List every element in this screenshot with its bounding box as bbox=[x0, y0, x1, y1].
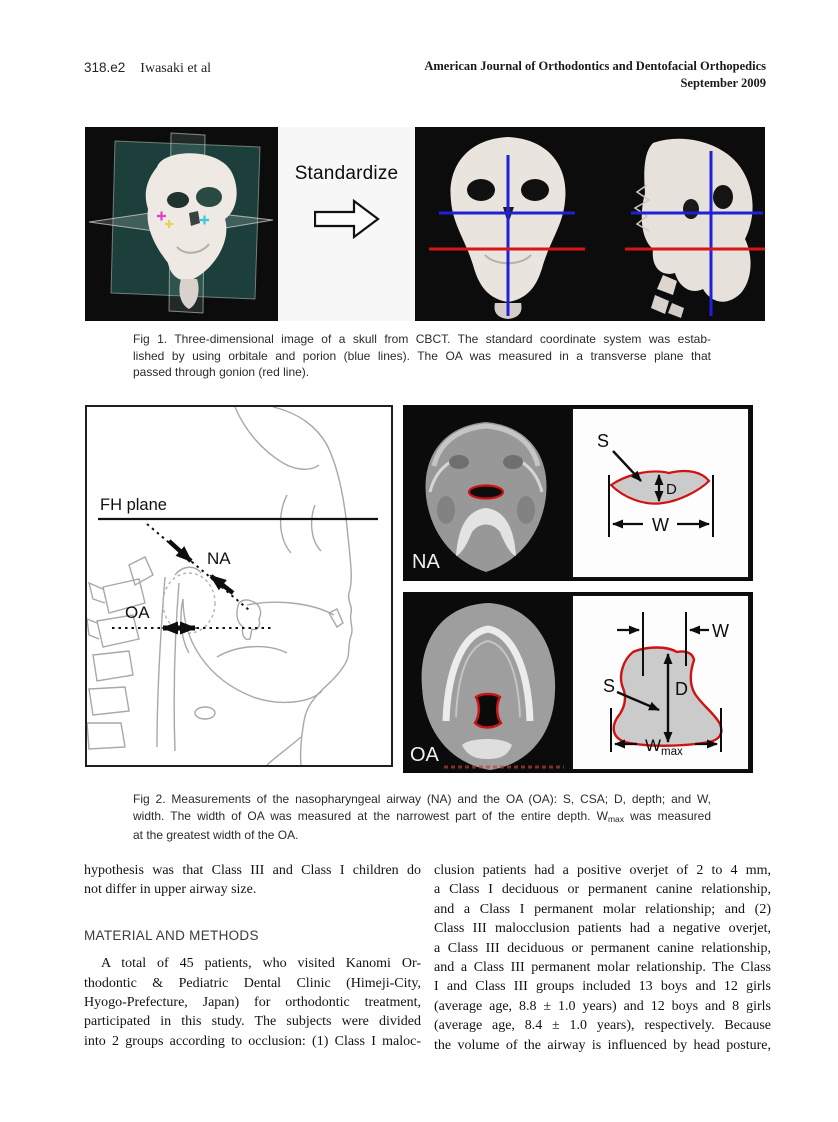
running-authors: Iwasaki et al bbox=[140, 61, 212, 76]
oa-ct-image: OA bbox=[410, 603, 564, 770]
vertebra bbox=[462, 739, 512, 759]
text-line: I and Class III groups included 13 boys … bbox=[434, 979, 771, 995]
text-line: Hyogo-Prefecture, Japan) for orthodontic… bbox=[84, 995, 421, 1011]
body-column-left: hypothesis was that Class III and Class … bbox=[84, 861, 421, 1051]
na-d-label: D bbox=[666, 481, 677, 498]
cephalometric-tracing: FH plane NA OA bbox=[86, 406, 378, 766]
na-s-label: S bbox=[597, 431, 609, 451]
text-line: Class III malocclusion patients had a ne… bbox=[434, 921, 771, 937]
text-line: participated in this study. The subjects… bbox=[84, 1014, 421, 1030]
oa-label: OA bbox=[125, 603, 150, 622]
right-arrow-icon bbox=[313, 198, 380, 240]
standardized-skulls-image bbox=[415, 127, 765, 321]
fh-plane-label: FH plane bbox=[100, 496, 167, 514]
fig1-standardize-zone: Standardize bbox=[278, 127, 415, 321]
oa-measurement-diagram: W S D Wmax bbox=[603, 612, 729, 758]
na-ct-label: NA bbox=[412, 551, 440, 573]
text-line: a Class I deciduous or permanent canine … bbox=[434, 882, 771, 898]
text-line: and a Class III permanent molar relation… bbox=[434, 960, 771, 976]
text-line: (average age, 8.8 ± 1.0 years) and 12 bo… bbox=[434, 998, 771, 1014]
na-arrow-lower bbox=[209, 574, 235, 595]
fig1-caption: Fig 1. Three-dimensional image of a skul… bbox=[133, 331, 711, 381]
fig2-na-panel: NA S D W bbox=[403, 405, 753, 581]
oa-ct-label: OA bbox=[410, 744, 440, 766]
na-arrow-upper bbox=[167, 539, 193, 563]
fig1-standardized-panel bbox=[415, 127, 765, 321]
na-diagram-box: S D W bbox=[571, 407, 750, 579]
text-line: into 2 groups according to occlusion: (1… bbox=[84, 1033, 421, 1049]
oa-s-arrow bbox=[616, 690, 660, 712]
text-line: thodontic & Pediatric Dental Clinic (Him… bbox=[84, 975, 421, 991]
mandible-arch bbox=[442, 625, 534, 722]
na-label: NA bbox=[207, 549, 231, 568]
oa-s-label: S bbox=[603, 676, 615, 696]
text-line: passed through gonion (red line). bbox=[133, 365, 310, 380]
anatomy-outline bbox=[86, 406, 353, 766]
header-left: 318.e2 Iwasaki et al bbox=[84, 60, 211, 77]
body-column-right: clusion patients had a positive overjet … bbox=[434, 861, 771, 1055]
text-line: clusion patients had a positive overjet … bbox=[434, 863, 771, 878]
paragraph: hypothesis was that Class III and Class … bbox=[84, 861, 421, 900]
text-line: lished by using orbitale and porion (blu… bbox=[133, 348, 711, 363]
fig2-caption: Fig 2. Measurements of the nasopharyngea… bbox=[133, 791, 711, 844]
text-line: A total of 45 patients, who visited Kano… bbox=[101, 956, 421, 972]
na-measurement-diagram: S D W bbox=[597, 431, 714, 537]
section-heading: MATERIAL AND METHODS bbox=[84, 927, 259, 943]
oa-diagram-box: W S D Wmax bbox=[571, 594, 750, 771]
page-number: 318.e2 bbox=[84, 60, 126, 75]
standardize-label: Standardize bbox=[294, 163, 399, 184]
journal-issue: September 2009 bbox=[680, 75, 766, 90]
text-line: Fig 1. Three-dimensional image of a skul… bbox=[133, 332, 711, 346]
text-line: the volume of the airway is influenced b… bbox=[434, 1037, 771, 1053]
oa-wmax-label: Wmax bbox=[645, 736, 683, 758]
fig2-caption-line1: Fig 2. Measurements of the nasopharyngea… bbox=[133, 792, 711, 806]
oa-airway-outline bbox=[473, 692, 503, 729]
na-ct-image: NA bbox=[412, 422, 547, 573]
skull-3d-image bbox=[85, 127, 278, 321]
text-line: not differ in upper airway size. bbox=[84, 882, 257, 898]
wmax-subscript: max bbox=[607, 813, 624, 824]
text-line: a Class III deciduous or permanent canin… bbox=[434, 940, 771, 956]
paragraph: A total of 45 patients, who visited Kano… bbox=[84, 954, 421, 1051]
text-line: hypothesis was that Class III and Class … bbox=[84, 863, 421, 878]
landmark-markers bbox=[157, 211, 209, 228]
fig2-caption-line3: at the greatest width of the OA. bbox=[133, 828, 299, 843]
paragraph: clusion patients had a positive overjet … bbox=[434, 861, 771, 1055]
airway-region-dashed bbox=[162, 572, 216, 634]
text-line: and a Class I permanent molar relationsh… bbox=[434, 901, 771, 917]
header-right: American Journal of Orthodontics and Den… bbox=[424, 58, 766, 91]
na-s-arrow bbox=[612, 450, 642, 482]
fig1-cbct-3d-panel bbox=[85, 127, 278, 321]
oa-d-label: D bbox=[675, 679, 688, 699]
journal-title: American Journal of Orthodontics and Den… bbox=[424, 59, 766, 73]
fig2-caption-line2: width. The width of OA was measured at t… bbox=[133, 808, 712, 824]
fig2-oa-panel: OA W S D bbox=[403, 592, 753, 773]
mandible bbox=[456, 508, 516, 556]
fig2-tracing-panel: FH plane NA OA bbox=[85, 405, 393, 767]
na-dotted-line bbox=[146, 523, 250, 611]
na-w-label: W bbox=[652, 515, 669, 535]
coordinate-lines bbox=[429, 151, 765, 316]
text-line: (average age, 8.4 ± 1.0 years), respecti… bbox=[434, 1018, 771, 1034]
oa-w-label: W bbox=[712, 621, 729, 641]
na-airway-outline bbox=[467, 484, 505, 500]
lateral-skull bbox=[633, 138, 753, 318]
